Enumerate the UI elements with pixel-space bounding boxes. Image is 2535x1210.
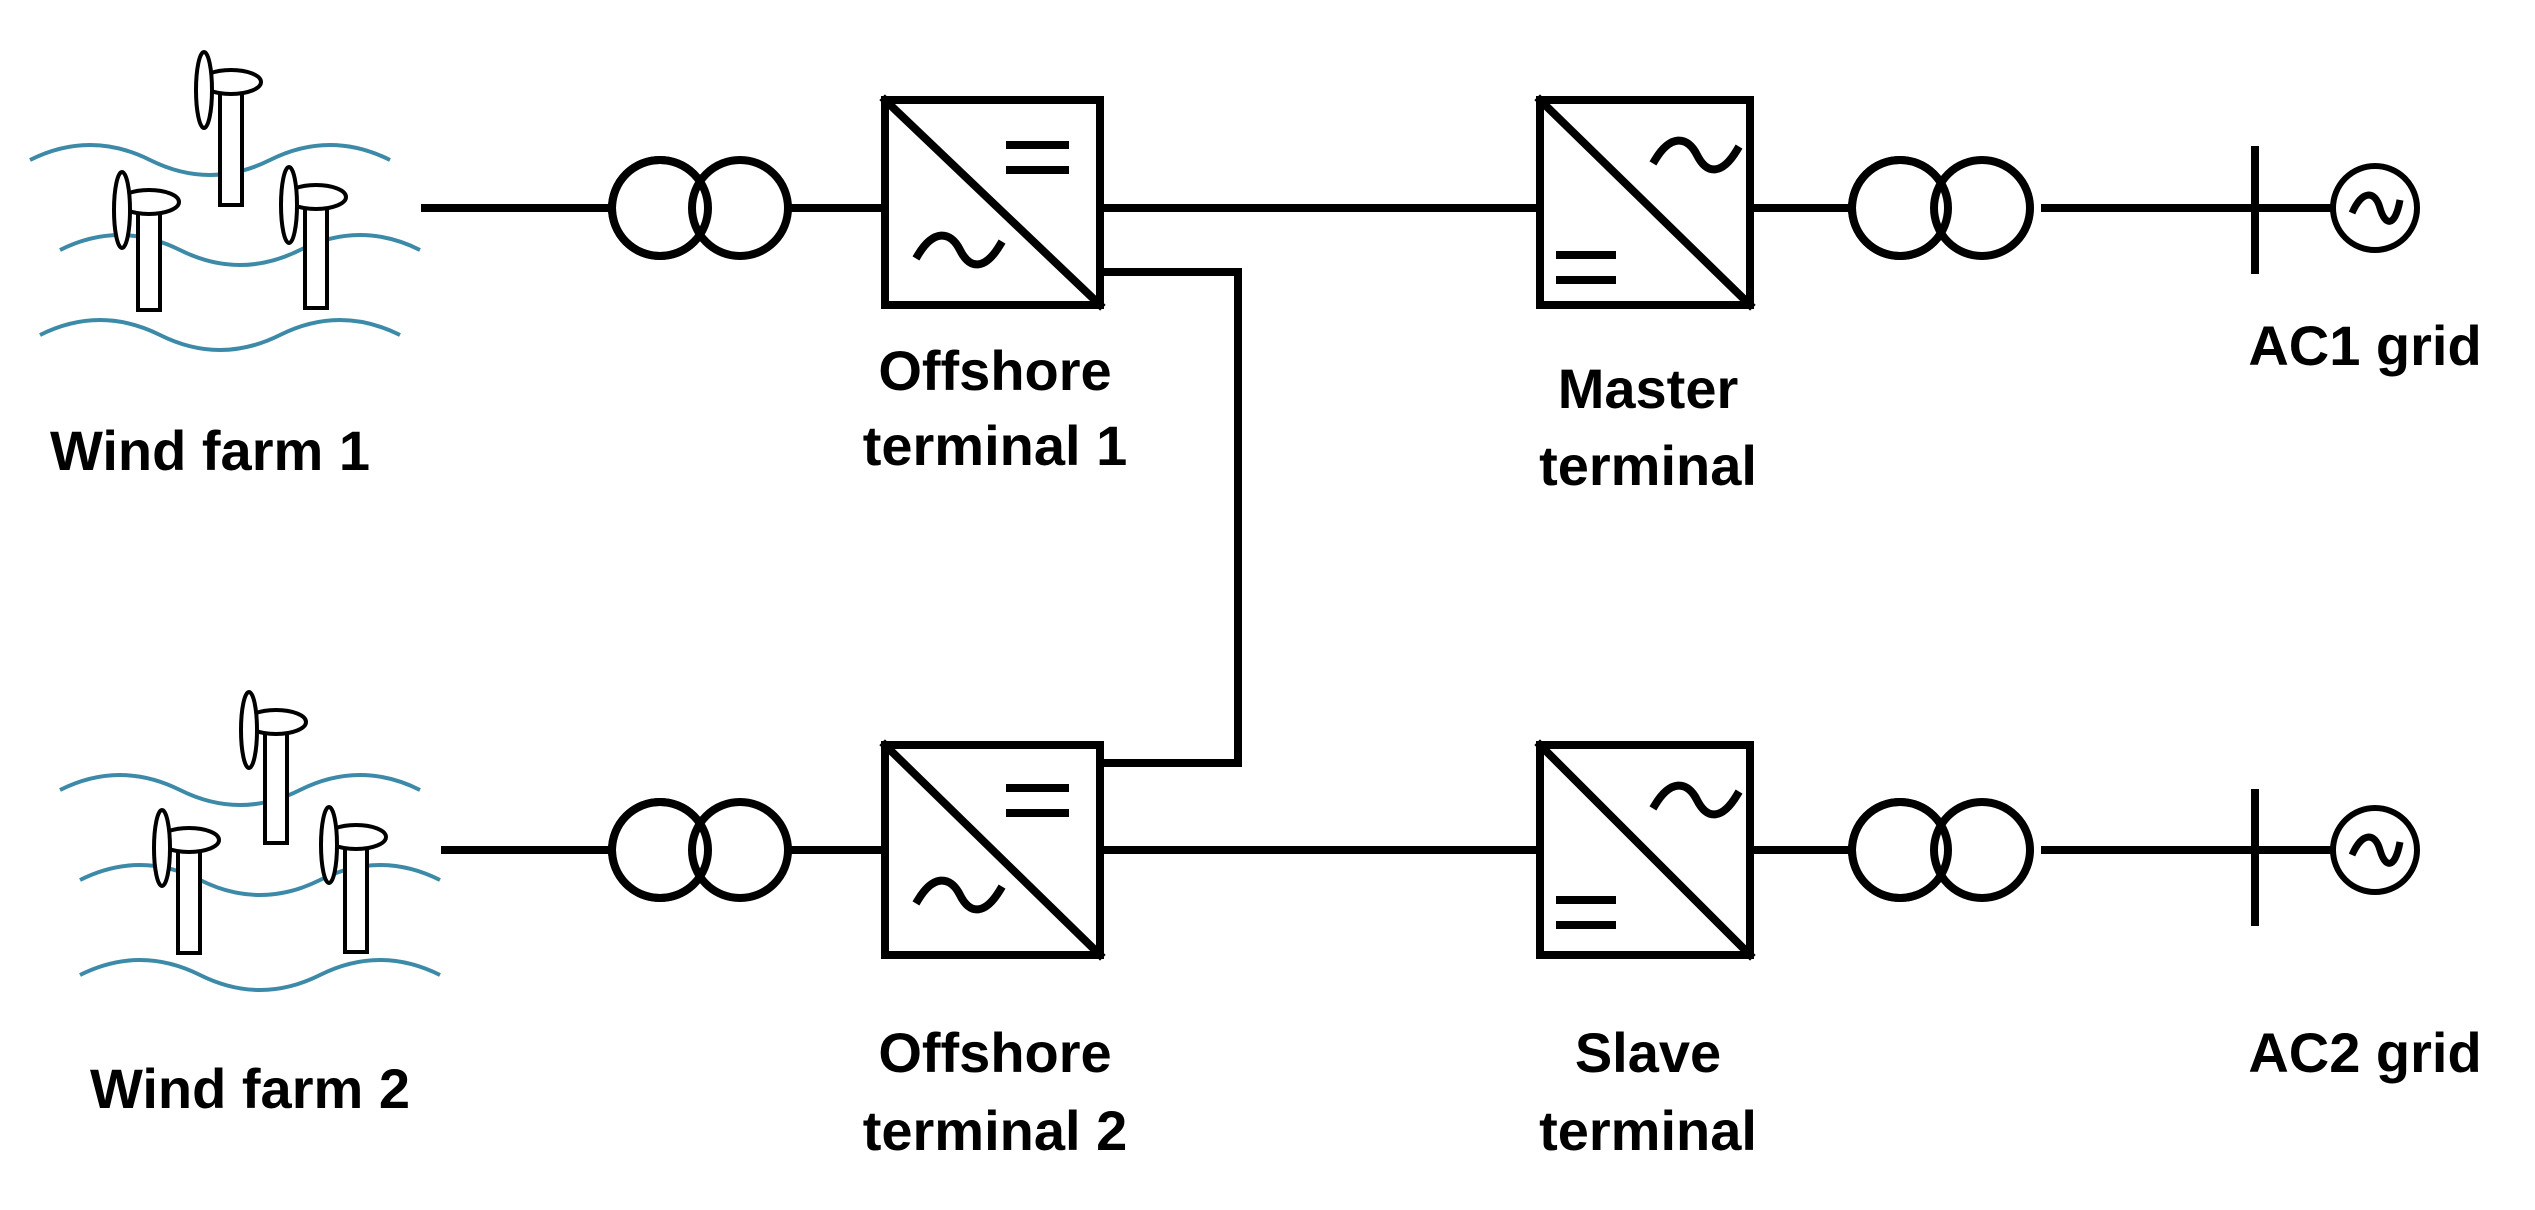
wind-turbine-icon (239, 690, 308, 845)
wind-farm-2 (59, 690, 441, 992)
ac1-grid-label: AC1 grid (2248, 314, 2481, 377)
slave-terminal-label-line-2: terminal (1539, 1099, 1757, 1162)
wind-farm-1-label: Wind farm 1 (50, 419, 370, 482)
transformer-icon (608, 156, 792, 260)
wind-farm-2-label: Wind farm 2 (90, 1057, 410, 1120)
transformer-icon (608, 798, 792, 902)
master-terminal-label-line-2: terminal (1539, 434, 1757, 497)
transformer-icon (1848, 156, 2034, 260)
wind-turbine-icon (279, 165, 348, 310)
master-terminal-label-line-1: Master (1558, 357, 1739, 420)
ac2-grid-label: AC2 grid (2248, 1021, 2481, 1084)
wind-turbine-icon (152, 808, 221, 955)
offshore-terminal-1-label-line-2: terminal 1 (863, 414, 1128, 477)
wind-turbine-icon (319, 805, 388, 954)
ac-dc-converter-icon (1534, 739, 1756, 961)
connection-lines (421, 204, 2334, 854)
ac-dc-converter-icon (879, 739, 1106, 961)
slave-terminal-label-line-1: Slave (1575, 1021, 1721, 1084)
ac-source-icon (2330, 163, 2420, 253)
wind-turbine-icon (194, 50, 263, 207)
sea-wave-icon (59, 773, 441, 992)
offshore-terminal-2-label-line-2: terminal 2 (863, 1099, 1128, 1162)
transformer-icon (1848, 798, 2034, 902)
ac-dc-converter-icon (1534, 94, 1756, 311)
wind-turbine-icon (112, 170, 181, 312)
offshore-terminal-1-label-line-1: Offshore (878, 339, 1111, 402)
wind-farm-1 (29, 50, 421, 352)
ac-dc-converter-icon (879, 94, 1106, 311)
offshore-terminal-2-label-line-1: Offshore (878, 1021, 1111, 1084)
ac-source-icon (2330, 805, 2420, 895)
